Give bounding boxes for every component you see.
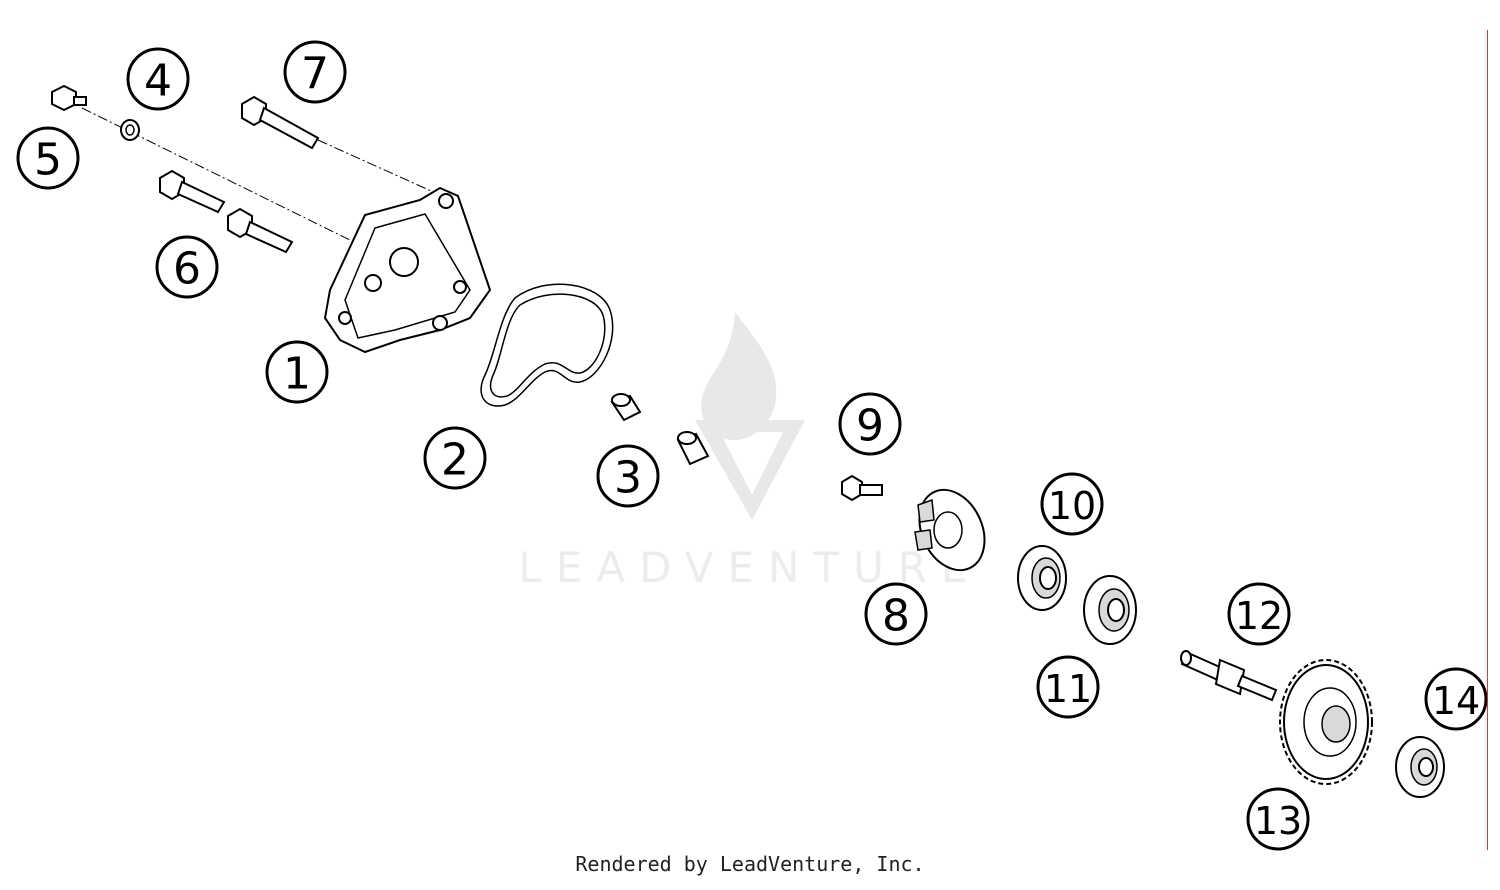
callout-3-label: 3 xyxy=(614,453,642,504)
callout-11-label: 11 xyxy=(1044,667,1092,711)
callout-5[interactable]: 5 xyxy=(16,126,80,190)
callout-8-label: 8 xyxy=(882,591,910,642)
part-14-bearing[interactable] xyxy=(1395,736,1445,798)
callout-14[interactable]: 14 xyxy=(1424,667,1488,731)
callout-6[interactable]: 6 xyxy=(155,235,219,299)
leadventure-watermark-logo xyxy=(695,312,805,520)
axis-leader-bolt-7 xyxy=(317,139,441,196)
callout-2-label: 2 xyxy=(441,435,469,486)
axis-leader-cover xyxy=(81,107,361,246)
callout-9[interactable]: 9 xyxy=(838,392,902,456)
callout-6-label: 6 xyxy=(173,244,201,295)
callout-10-label: 10 xyxy=(1048,484,1096,528)
callout-2[interactable]: 2 xyxy=(423,426,487,490)
callout-12[interactable]: 12 xyxy=(1227,582,1291,646)
callout-7[interactable]: 7 xyxy=(283,40,347,104)
part-8-impeller[interactable] xyxy=(907,479,997,580)
callout-4-label: 4 xyxy=(144,56,172,107)
footer-credit: Rendered by LeadVenture, Inc. xyxy=(575,852,925,876)
callout-7-label: 7 xyxy=(301,49,329,100)
callout-1[interactable]: 1 xyxy=(265,340,329,404)
watermark-text: LEADVENTURE xyxy=(518,543,981,592)
page-edge-line xyxy=(1487,30,1488,850)
callout-10[interactable]: 10 xyxy=(1040,472,1104,536)
part-13-gear[interactable] xyxy=(1279,659,1373,785)
callout-1-label: 1 xyxy=(283,349,311,400)
part-2-gasket[interactable] xyxy=(480,283,614,407)
part-5-bolt[interactable] xyxy=(51,84,87,112)
callout-13[interactable]: 13 xyxy=(1246,787,1310,851)
callout-12-label: 12 xyxy=(1235,594,1283,638)
callout-11[interactable]: 11 xyxy=(1036,655,1100,719)
part-7-bolt[interactable] xyxy=(241,95,320,150)
callout-5-label: 5 xyxy=(34,135,62,186)
callout-13-label: 13 xyxy=(1254,799,1302,843)
part-9-bolt[interactable] xyxy=(841,474,883,502)
callout-14-label: 14 xyxy=(1432,679,1480,723)
callout-9-label: 9 xyxy=(856,401,884,452)
part-12-shaft[interactable] xyxy=(1180,650,1278,702)
part-3-dowel-pins[interactable] xyxy=(610,393,710,466)
callout-4[interactable]: 4 xyxy=(126,47,190,111)
part-1-pump-cover[interactable] xyxy=(323,186,492,354)
callout-8[interactable]: 8 xyxy=(864,582,928,646)
part-10-bearing[interactable] xyxy=(1017,545,1067,611)
part-11-bearing[interactable] xyxy=(1083,575,1137,645)
part-4-washer[interactable] xyxy=(120,119,140,141)
callout-3[interactable]: 3 xyxy=(596,444,660,508)
part-6-bolts[interactable] xyxy=(159,169,294,254)
